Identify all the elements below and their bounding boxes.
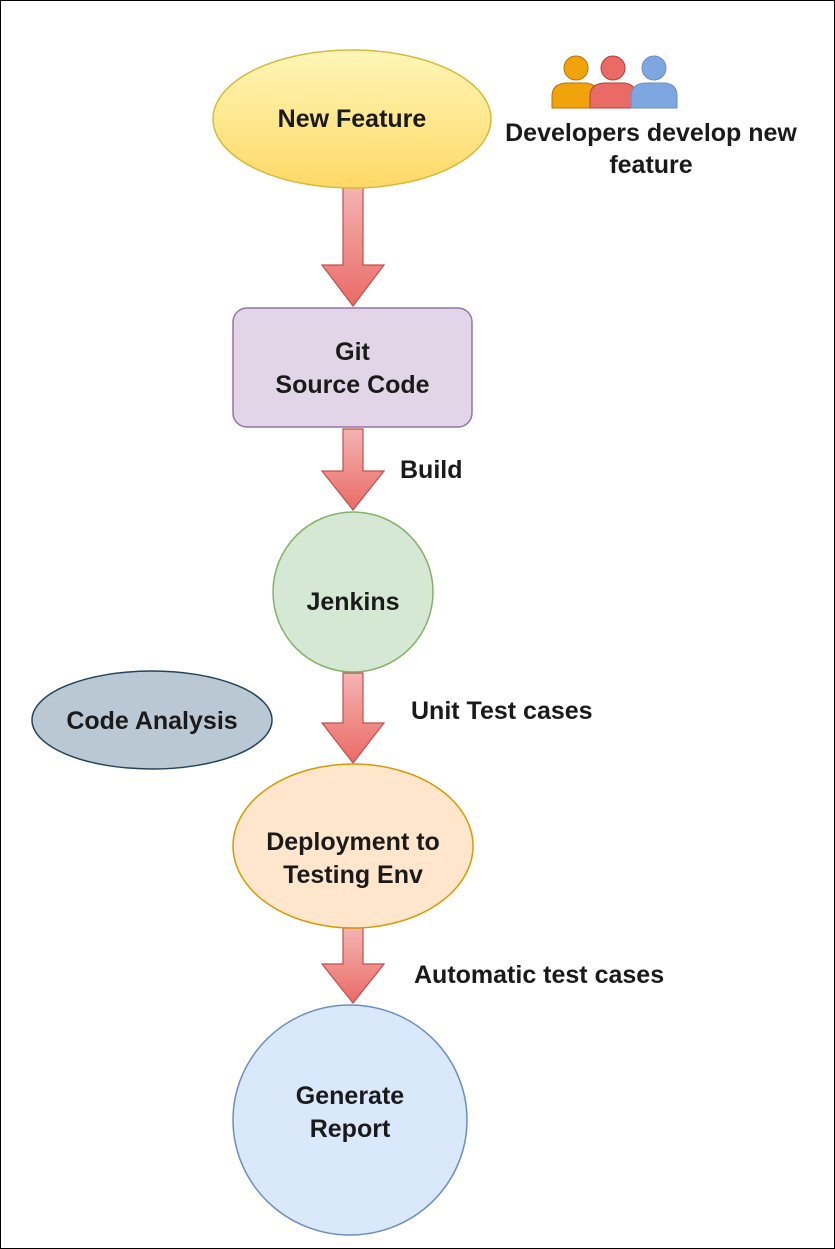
git-node — [232, 307, 473, 428]
user-red-icon — [589, 55, 637, 109]
developers-caption-line2: feature — [609, 151, 693, 179]
build-label: Build — [400, 456, 463, 484]
arrow-deploy-to-report — [320, 927, 386, 1004]
code-analysis-text: Code Analysis — [66, 707, 238, 735]
git-label: Git Source Code — [233, 334, 472, 404]
code-analysis-node — [31, 670, 273, 770]
user-orange-icon — [551, 55, 599, 109]
report-title: Generate — [295, 1082, 405, 1110]
arrow-git-to-jenkins — [320, 428, 386, 511]
report-label: Generate Report — [233, 1078, 467, 1148]
arrow-jenkins-to-deploy — [320, 672, 386, 764]
arrow-new-to-git — [320, 186, 386, 307]
user-blue-icon — [630, 55, 678, 109]
new-feature-node — [212, 49, 492, 189]
jenkins-label: Jenkins — [273, 586, 433, 619]
code-analysis-label: Code Analysis — [32, 705, 272, 738]
jenkins-text: Jenkins — [306, 588, 400, 616]
automatic-tests-label: Automatic test cases — [414, 961, 665, 989]
users-group-icon — [551, 55, 678, 109]
new-feature-text: New Feature — [277, 104, 427, 133]
git-title: Git — [335, 338, 370, 366]
report-node — [232, 1004, 468, 1236]
jenkins-node — [272, 511, 434, 673]
deploy-subtitle: Testing Env — [283, 861, 423, 889]
deploy-label: Deployment to Testing Env — [233, 826, 473, 892]
developers-caption: Developers develop new feature — [486, 117, 816, 181]
new-feature-label: New Feature — [213, 86, 491, 152]
developers-caption-line1: Developers develop new — [505, 119, 797, 147]
report-subtitle: Report — [309, 1115, 391, 1143]
git-subtitle: Source Code — [275, 371, 430, 399]
deploy-node — [232, 763, 474, 929]
deploy-title: Deployment to — [266, 828, 440, 856]
unit-tests-label: Unit Test cases — [411, 697, 593, 725]
